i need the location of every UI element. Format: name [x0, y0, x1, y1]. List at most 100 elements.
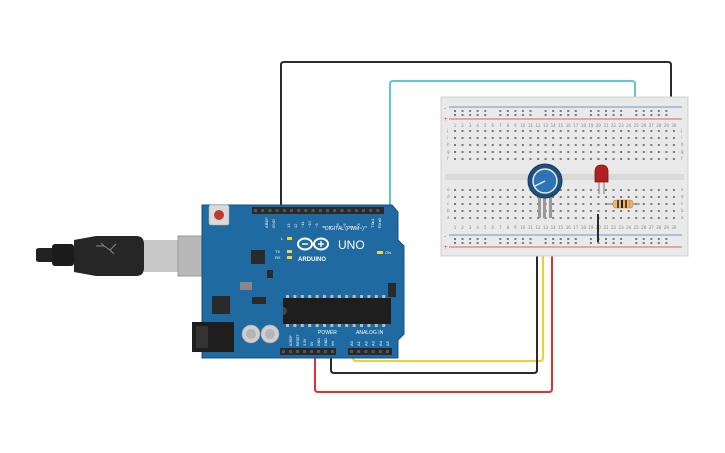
terminal-hole[interactable]: [627, 189, 630, 191]
terminal-hole[interactable]: [491, 217, 494, 219]
rail-hole[interactable]: [612, 238, 615, 240]
terminal-hole[interactable]: [544, 151, 547, 153]
rail-hole[interactable]: [559, 238, 562, 240]
terminal-hole[interactable]: [650, 144, 653, 146]
terminal-hole[interactable]: [491, 189, 494, 191]
terminal-hole[interactable]: [469, 151, 472, 153]
terminal-hole[interactable]: [461, 189, 464, 191]
terminal-hole[interactable]: [499, 196, 502, 198]
terminal-hole[interactable]: [612, 130, 615, 132]
rail-hole[interactable]: [605, 242, 607, 244]
terminal-hole[interactable]: [552, 158, 555, 160]
rail-hole[interactable]: [529, 110, 532, 112]
terminal-hole[interactable]: [612, 189, 615, 191]
rail-hole[interactable]: [529, 114, 532, 116]
terminal-hole[interactable]: [552, 130, 555, 132]
rail-hole[interactable]: [521, 110, 524, 112]
terminal-hole[interactable]: [574, 210, 577, 212]
terminal-hole[interactable]: [469, 217, 472, 219]
rail-hole[interactable]: [514, 110, 517, 112]
rail-hole[interactable]: [461, 110, 464, 112]
terminal-hole[interactable]: [552, 196, 555, 198]
terminal-hole[interactable]: [589, 151, 592, 153]
terminal-hole[interactable]: [605, 196, 607, 198]
rail-hole[interactable]: [642, 238, 645, 240]
terminal-hole[interactable]: [506, 189, 509, 191]
terminal-hole[interactable]: [620, 144, 623, 146]
terminal-hole[interactable]: [461, 144, 464, 146]
terminal-hole[interactable]: [567, 130, 570, 132]
terminal-hole[interactable]: [605, 151, 607, 153]
header-pin[interactable]: [371, 350, 375, 353]
terminal-hole[interactable]: [574, 158, 577, 160]
rail-hole[interactable]: [589, 242, 592, 244]
header-pin[interactable]: [386, 350, 389, 353]
terminal-hole[interactable]: [597, 144, 600, 146]
terminal-hole[interactable]: [612, 151, 615, 153]
rail-hole[interactable]: [567, 114, 570, 116]
rail-hole[interactable]: [476, 114, 479, 116]
header-pin[interactable]: [376, 209, 380, 212]
rail-hole[interactable]: [514, 238, 517, 240]
potentiometer[interactable]: [527, 163, 563, 218]
terminal-hole[interactable]: [635, 217, 638, 219]
terminal-hole[interactable]: [461, 137, 464, 139]
terminal-hole[interactable]: [574, 203, 577, 205]
rail-hole[interactable]: [484, 114, 487, 116]
terminal-hole[interactable]: [642, 158, 645, 160]
terminal-hole[interactable]: [620, 158, 623, 160]
header-pin[interactable]: [304, 209, 308, 212]
terminal-hole[interactable]: [544, 137, 547, 139]
header-pin[interactable]: [378, 350, 382, 353]
terminal-hole[interactable]: [672, 137, 675, 139]
terminal-hole[interactable]: [529, 151, 532, 153]
terminal-hole[interactable]: [484, 151, 487, 153]
terminal-hole[interactable]: [567, 210, 570, 212]
terminal-hole[interactable]: [552, 137, 555, 139]
terminal-hole[interactable]: [650, 151, 653, 153]
rail-hole[interactable]: [635, 238, 638, 240]
terminal-hole[interactable]: [650, 158, 653, 160]
terminal-hole[interactable]: [589, 189, 592, 191]
terminal-hole[interactable]: [597, 137, 600, 139]
rail-hole[interactable]: [612, 242, 615, 244]
rail-hole[interactable]: [476, 238, 479, 240]
terminal-hole[interactable]: [514, 203, 517, 205]
rail-hole[interactable]: [665, 242, 668, 244]
terminal-hole[interactable]: [627, 137, 630, 139]
rail-hole[interactable]: [484, 110, 487, 112]
header-pin[interactable]: [326, 209, 329, 212]
header-pin[interactable]: [297, 209, 301, 212]
terminal-hole[interactable]: [627, 158, 630, 160]
terminal-hole[interactable]: [574, 151, 577, 153]
rail-hole[interactable]: [665, 110, 668, 112]
header-pin[interactable]: [333, 209, 337, 212]
terminal-hole[interactable]: [476, 203, 479, 205]
rail-hole[interactable]: [589, 238, 592, 240]
terminal-hole[interactable]: [484, 203, 487, 205]
terminal-hole[interactable]: [491, 144, 494, 146]
terminal-hole[interactable]: [627, 130, 630, 132]
terminal-hole[interactable]: [665, 217, 668, 219]
rail-hole[interactable]: [544, 114, 547, 116]
terminal-hole[interactable]: [521, 151, 524, 153]
terminal-hole[interactable]: [506, 130, 509, 132]
terminal-hole[interactable]: [657, 137, 660, 139]
terminal-hole[interactable]: [552, 210, 555, 212]
terminal-hole[interactable]: [635, 158, 638, 160]
terminal-hole[interactable]: [476, 137, 479, 139]
header-pin[interactable]: [311, 209, 315, 212]
header-pin[interactable]: [362, 209, 365, 212]
terminal-hole[interactable]: [627, 144, 630, 146]
wire-black-gnd-top[interactable]: [280, 61, 672, 238]
terminal-hole[interactable]: [605, 210, 607, 212]
rail-hole[interactable]: [597, 114, 600, 116]
terminal-hole[interactable]: [657, 151, 660, 153]
terminal-hole[interactable]: [559, 189, 562, 191]
terminal-hole[interactable]: [672, 158, 675, 160]
terminal-hole[interactable]: [582, 137, 585, 139]
terminal-hole[interactable]: [589, 203, 592, 205]
terminal-hole[interactable]: [491, 210, 494, 212]
terminal-hole[interactable]: [650, 203, 653, 205]
rail-hole[interactable]: [612, 110, 615, 112]
